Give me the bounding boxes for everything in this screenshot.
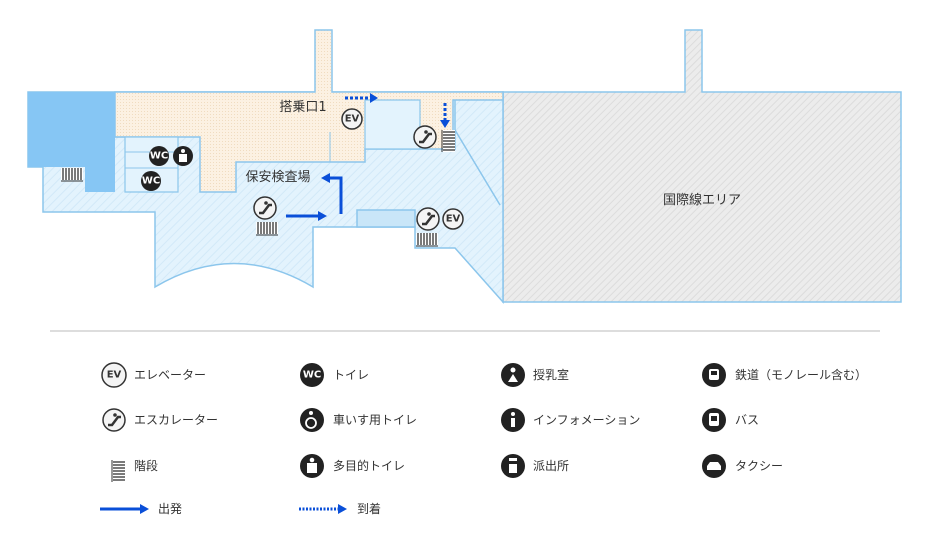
legend-label: 派出所	[533, 459, 569, 473]
counter	[356, 209, 416, 228]
legend-label: 多目的トイレ	[333, 458, 405, 473]
legend-label: 階段	[134, 458, 158, 473]
international-area-label: 国際線エリア	[663, 192, 741, 208]
toilet-icon: WC	[300, 363, 324, 387]
stairs-icon	[415, 232, 439, 247]
train-icon	[702, 363, 726, 387]
legend-label: エレベーター	[134, 368, 206, 382]
escalator-icon	[252, 195, 278, 221]
toilet-icon: WC	[149, 146, 169, 166]
escalator-icon	[415, 206, 441, 232]
escalator-icon	[101, 407, 127, 433]
nursing-room-icon	[501, 363, 525, 387]
svg-text:EV: EV	[446, 214, 461, 225]
information-icon	[501, 408, 525, 432]
legend-label: タクシー	[735, 459, 783, 473]
stairs-icon	[60, 167, 84, 182]
elevator-icon: EV	[442, 208, 464, 230]
svg-text:EV: EV	[345, 114, 360, 125]
legend-label: 出発	[158, 502, 182, 516]
legend-label: 授乳室	[533, 367, 569, 382]
international-area: 国際線エリア	[502, 29, 902, 303]
svg-text:WC: WC	[142, 176, 160, 187]
legend-label: 車いす用トイレ	[333, 413, 417, 427]
departure-arrow-icon	[286, 211, 327, 221]
departure-arrow-icon	[100, 504, 149, 514]
legend-label: インフォメーション	[533, 413, 640, 427]
wheelchair-toilet-icon	[300, 408, 324, 432]
svg-text:WC: WC	[303, 370, 321, 381]
legend-label: 鉄道（モノレール含む）	[735, 367, 867, 382]
stairs-icon	[441, 129, 456, 153]
multipurpose-toilet-icon	[300, 454, 324, 478]
elevator-icon: EV	[101, 362, 127, 388]
departure-arrow-icon	[321, 173, 343, 214]
stairs-icon	[255, 221, 279, 236]
taxi-icon	[702, 454, 726, 478]
legend-label: エスカレーター	[134, 413, 218, 427]
svg-text:WC: WC	[150, 151, 168, 162]
building-block	[28, 92, 115, 192]
multipurpose-toilet-icon	[173, 146, 193, 166]
stairs-icon	[111, 459, 126, 483]
legend-label: トイレ	[333, 368, 369, 382]
escalator-icon	[412, 124, 438, 150]
legend-label: 到着	[357, 501, 381, 516]
security-checkpoint-label: 保安検査場	[245, 170, 310, 185]
bus-icon	[702, 408, 726, 432]
svg-text:EV: EV	[107, 370, 122, 381]
arrival-arrow-icon	[440, 103, 450, 128]
arrival-arrow-icon	[299, 504, 347, 514]
gate-1-label: 搭乗口1	[279, 99, 326, 115]
legend: EV エレベーター WC トイレ 授乳室 鉄道（モノレール含む） エスカレーター…	[100, 362, 867, 516]
toilet-icon: WC	[141, 171, 161, 191]
legend-label: バス	[735, 413, 759, 427]
police-box-icon	[501, 454, 525, 478]
arrival-arrow-icon	[345, 93, 378, 103]
elevator-icon: EV	[341, 108, 363, 130]
